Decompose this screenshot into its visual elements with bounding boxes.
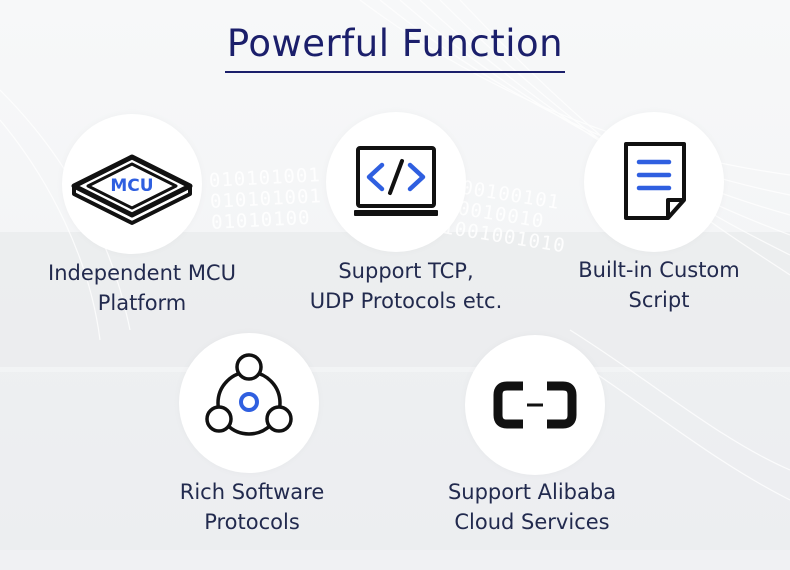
- feature-script-circle: [584, 112, 724, 252]
- svg-text:MCU: MCU: [110, 176, 153, 196]
- mcu-chip-icon: MCU: [71, 154, 193, 225]
- feature-alibaba-line2: Cloud Services: [454, 510, 610, 534]
- feature-tcp-label: Support TCP, UDP Protocols etc.: [276, 256, 536, 316]
- feature-software-label: Rich Software Protocols: [122, 477, 382, 537]
- feature-software-line2: Protocols: [204, 510, 300, 534]
- feature-mcu-line2: Platform: [97, 291, 187, 315]
- document-script-icon: [624, 142, 686, 220]
- code-monitor-icon: [354, 146, 438, 216]
- feature-tcp-circle: [326, 112, 466, 252]
- feature-mcu-line1: Independent MCU: [48, 261, 236, 285]
- feature-tcp-line2: UDP Protocols etc.: [309, 289, 503, 313]
- title-container: Powerful Function: [0, 22, 790, 73]
- feature-alibaba-label: Support Alibaba Cloud Services: [402, 477, 662, 537]
- feature-script-line2: Script: [628, 288, 690, 312]
- network-nodes-icon: [205, 353, 293, 436]
- feature-script-line1: Built-in Custom: [578, 258, 740, 282]
- feature-software-line1: Rich Software: [179, 480, 325, 504]
- feature-mcu-circle: MCU: [62, 114, 202, 254]
- background-band-bottom: [0, 372, 790, 550]
- background-band-top: [0, 232, 790, 367]
- feature-alibaba-line1: Support Alibaba: [447, 480, 617, 504]
- feature-alibaba-circle: [465, 335, 605, 475]
- alibaba-cloud-icon: [493, 381, 577, 429]
- feature-mcu-label: Independent MCU Platform: [12, 258, 272, 318]
- feature-script-label: Built-in Custom Script: [529, 255, 789, 315]
- page-title: Powerful Function: [224, 22, 566, 73]
- feature-tcp-line1: Support TCP,: [338, 259, 474, 283]
- feature-software-circle: [179, 333, 319, 473]
